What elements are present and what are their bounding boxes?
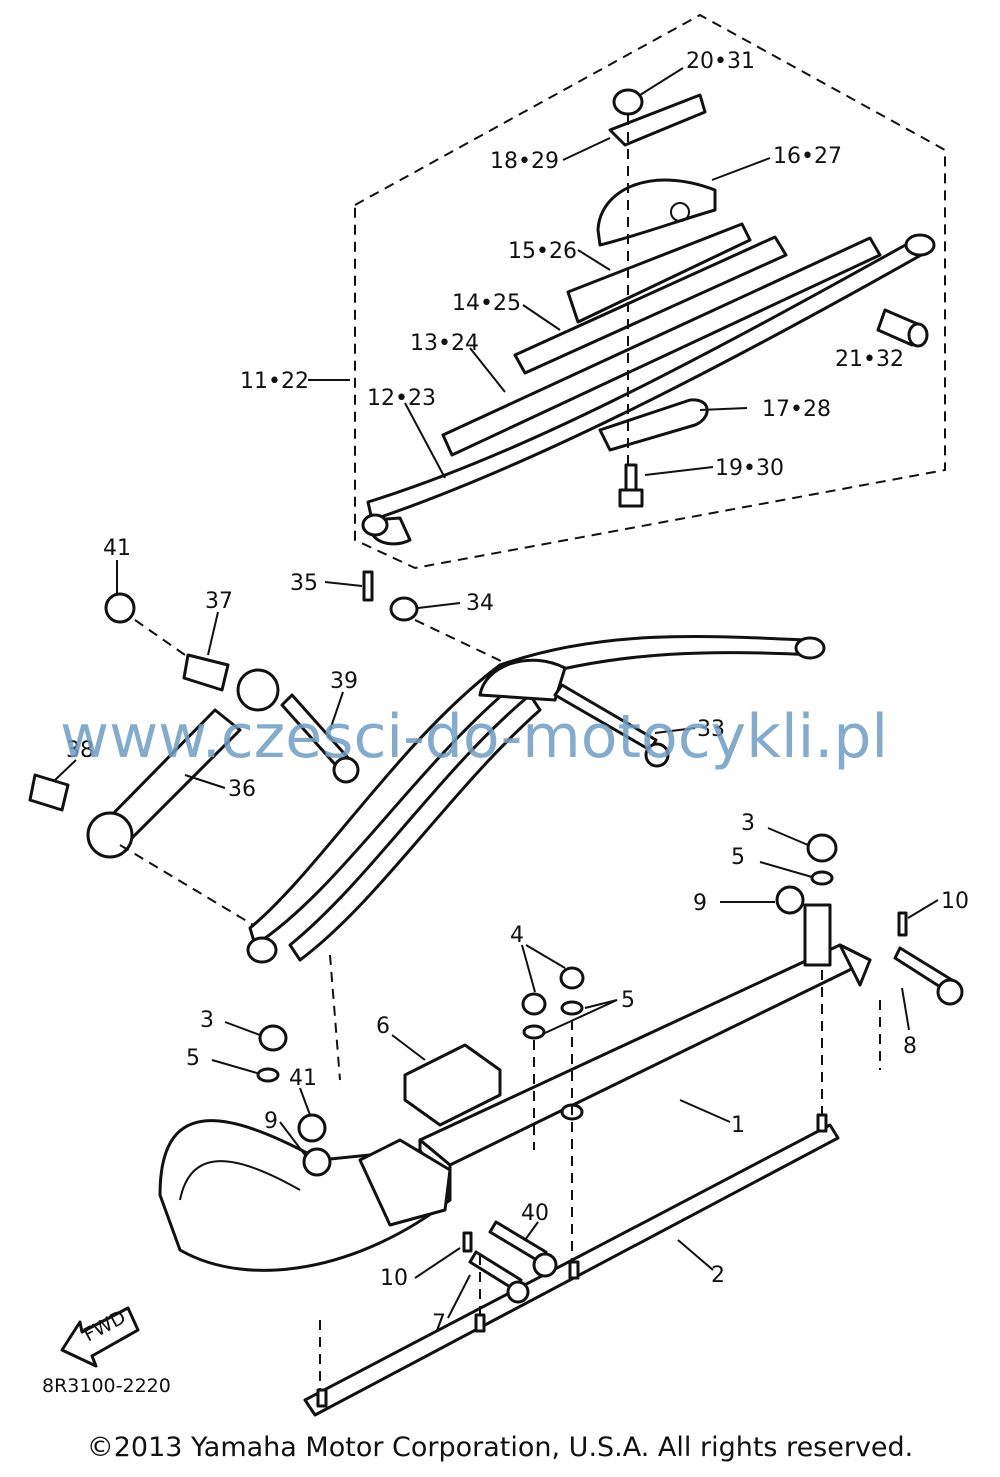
label-5-right: 5 bbox=[731, 845, 745, 870]
watermark: www.czesci-do-motocykli.pl bbox=[60, 702, 888, 772]
label-20-31: 20•31 bbox=[686, 49, 755, 74]
label-5-center: 5 bbox=[621, 988, 635, 1013]
shock-absorber-group bbox=[28, 570, 521, 936]
label-33: 33 bbox=[697, 717, 725, 742]
label-3-right: 3 bbox=[741, 811, 755, 836]
label-18-29: 18•29 bbox=[490, 149, 559, 174]
label-19-30: 19•30 bbox=[715, 456, 784, 481]
ski-body bbox=[158, 833, 964, 1417]
label-8: 8 bbox=[903, 1034, 917, 1059]
leader-lines bbox=[54, 67, 939, 1319]
label-6: 6 bbox=[376, 1014, 390, 1039]
label-41-bottom: 41 bbox=[289, 1066, 317, 1091]
label-16-27: 16•27 bbox=[773, 144, 842, 169]
label-12-23: 12•23 bbox=[367, 386, 436, 411]
label-36: 36 bbox=[228, 777, 256, 802]
label-9-left: 9 bbox=[264, 1109, 278, 1134]
label-21-32: 21•32 bbox=[835, 347, 904, 372]
label-35: 35 bbox=[290, 571, 318, 596]
label-13-24: 13•24 bbox=[410, 331, 479, 356]
label-41-top: 41 bbox=[103, 536, 131, 561]
label-7: 7 bbox=[432, 1311, 446, 1336]
label-39: 39 bbox=[330, 669, 358, 694]
label-38: 38 bbox=[66, 738, 94, 763]
label-17-28: 17•28 bbox=[762, 397, 831, 422]
label-2: 2 bbox=[711, 1263, 725, 1288]
diagram-code: 8R3100-2220 bbox=[42, 1375, 171, 1397]
label-4: 4 bbox=[510, 923, 524, 948]
label-9-right: 9 bbox=[693, 891, 707, 916]
label-40: 40 bbox=[521, 1201, 549, 1226]
label-37: 37 bbox=[205, 589, 233, 614]
leaf-spring-assembly bbox=[361, 88, 936, 546]
label-10-left: 10 bbox=[380, 1266, 408, 1291]
label-14-25: 14•25 bbox=[452, 291, 521, 316]
callout-labels: 20•31 18•29 16•27 15•26 14•25 13•24 12•2… bbox=[66, 49, 969, 1336]
label-34: 34 bbox=[466, 591, 494, 616]
label-1: 1 bbox=[731, 1113, 745, 1138]
spring-assembly-boundary bbox=[354, 13, 946, 570]
label-11-22: 11•22 bbox=[240, 369, 309, 394]
label-10-right: 10 bbox=[941, 889, 969, 914]
label-5-left: 5 bbox=[186, 1046, 200, 1071]
fwd-arrow: FWD bbox=[60, 1306, 140, 1368]
copyright-notice: ©2013 Yamaha Motor Corporation, U.S.A. A… bbox=[86, 1432, 914, 1463]
label-3-left: 3 bbox=[200, 1008, 214, 1033]
label-15-26: 15•26 bbox=[508, 239, 577, 264]
assembled-leaf-spring bbox=[246, 634, 826, 1081]
